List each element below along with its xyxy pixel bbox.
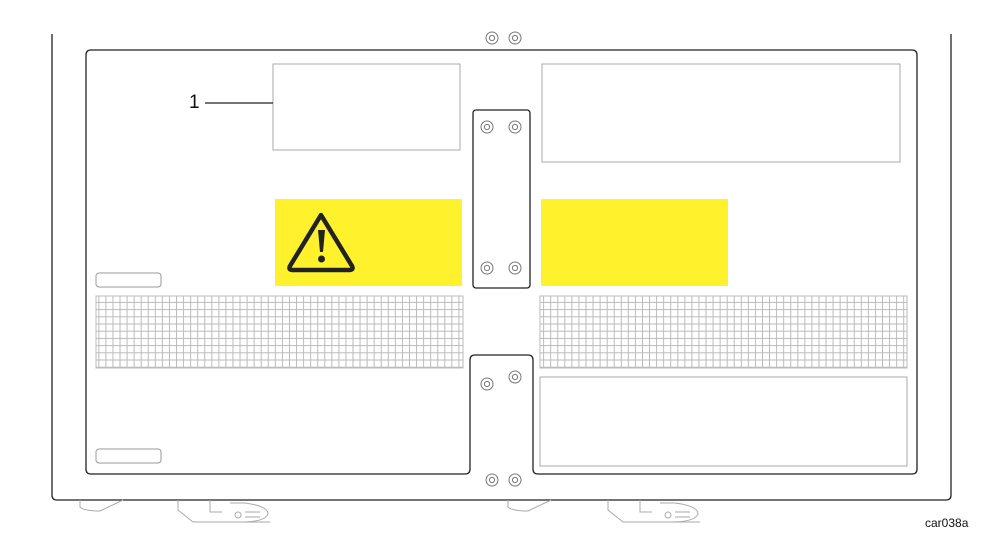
- screw-icon: [508, 120, 522, 134]
- handle-slot: [95, 448, 162, 464]
- screw-icon: [508, 31, 522, 45]
- screw-icon: [508, 473, 522, 487]
- latch-feet: [79, 499, 700, 523]
- screw-icon: [485, 31, 499, 45]
- screw-icon: [508, 261, 522, 275]
- vent-grid-right: [539, 295, 908, 369]
- callout-number: 1: [189, 92, 200, 113]
- label-area-bottom-right: [539, 376, 908, 467]
- vent-grid-left: [95, 295, 464, 369]
- screw-icon: [480, 377, 494, 391]
- left-panel: [85, 49, 918, 475]
- screw-icon: [508, 370, 522, 384]
- screw-icon: [480, 120, 494, 134]
- label-area-top-right: [541, 63, 901, 163]
- chassis-outline: [51, 34, 952, 501]
- label-area-1: [272, 63, 461, 151]
- screw-icon: [480, 261, 494, 275]
- handle-slot: [95, 272, 162, 288]
- warning-label-right: [541, 199, 728, 286]
- screw-icon: [485, 473, 499, 487]
- center-bracket: [472, 109, 531, 289]
- figure-id: car038a: [925, 516, 969, 530]
- warning-icon: [287, 212, 355, 273]
